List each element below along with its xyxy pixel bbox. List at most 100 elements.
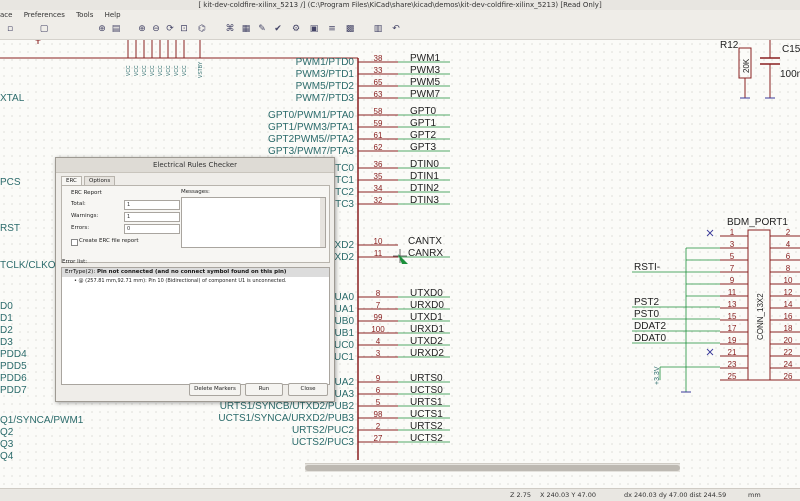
errors-label: Errors: (71, 225, 90, 231)
u1-net-name: DTIN2 (410, 183, 439, 194)
u1-net-name: URXD1 (410, 324, 444, 335)
error-list-item[interactable]: ErrType(2): Pin not connected (and no co… (62, 268, 329, 277)
u1-pin-function: GPT3/PWM7/PTA3 (268, 146, 354, 157)
bdm-pin-number: 4 (786, 240, 791, 249)
bdm-pin-number: 13 (728, 300, 737, 309)
r12-reference: R12 (720, 40, 739, 51)
u1-pin-function: PWM3/PTD1 (296, 69, 355, 80)
zoom-out-icon[interactable]: ⊖ (152, 24, 160, 34)
u1-net-name: PWM1 (410, 53, 440, 64)
u1-pin-function: URTS2/PUC2 (292, 425, 354, 436)
u1-pin-number: 7 (376, 301, 381, 310)
menu-help[interactable]: Help (104, 11, 121, 19)
page-settings-icon[interactable]: ▤ (111, 24, 121, 34)
new-sheet-icon[interactable]: ▢ (39, 24, 49, 34)
net-label: PDD5 (0, 361, 27, 372)
run-button[interactable]: Run (245, 383, 283, 396)
u1-net-name: CANRX (408, 248, 443, 259)
net-label: Q4 (0, 451, 14, 462)
u1-pin-function: GPT1/PWM3/PTA1 (268, 122, 354, 133)
annotate-icon[interactable]: ✎ (258, 24, 266, 34)
cvpcb-icon[interactable]: ▣ (309, 24, 319, 34)
horizontal-scrollbar[interactable] (305, 463, 680, 472)
erc-icon[interactable]: ✔ (274, 24, 282, 34)
units: mm (748, 491, 761, 499)
c15-reference: C15 (782, 44, 800, 55)
bdm-pin-number: 11 (728, 288, 737, 297)
u1-pin-function: UB0 (335, 316, 355, 327)
u1-pin-function: UB1 (335, 328, 355, 339)
bdm-pin-number: 7 (730, 264, 735, 273)
zoom-redraw-icon[interactable]: ⟳ (166, 24, 174, 34)
error-list[interactable]: ErrType(2): Pin not connected (and no co… (61, 267, 330, 385)
bdm-value: CONN_13X2 (756, 293, 765, 340)
menu-view-partial[interactable]: ace (0, 11, 13, 19)
back-icon[interactable]: ↶ (392, 24, 400, 34)
net-label: XTAL (0, 93, 25, 104)
u1-pin-number: 2 (376, 422, 381, 431)
create-report-checkbox[interactable] (71, 239, 78, 246)
u1-pin-function: GPT0/PWM1/PTA0 (268, 110, 354, 121)
bdm-pin-number: 15 (728, 312, 737, 321)
u1-net-name: PWM5 (410, 77, 440, 88)
u1-net-name: PWM3 (410, 65, 440, 76)
cursor-absolute: X 240.03 Y 47.00 (540, 491, 596, 499)
u1-pin-number: 99 (374, 313, 383, 322)
error-list-label: Error list: (62, 259, 88, 265)
u1-net-name: GPT0 (410, 106, 437, 117)
bdm-pin-number: 16 (784, 312, 793, 321)
u1-net-name: URXD0 (410, 300, 444, 311)
bdm-pin-number: 14 (784, 300, 793, 309)
u1-pin-function: UC1 (334, 352, 354, 363)
zoom-icon[interactable]: ⊕ (98, 24, 106, 34)
toolbar: ▫ ▢ ⊕ ▤ ⊕ ⊖ ⟳ ⊡ ⌬ ⌘ ▦ ✎ ✔ ⚙ ▣ ≡ ▩ ▥ ↶ (0, 20, 800, 40)
u1-pin-number: 65 (374, 78, 383, 87)
library-browser-icon[interactable]: ▦ (241, 24, 251, 34)
u1-pin-function: GPT2PWM5//PTA2 (268, 134, 354, 145)
u1-net-name: UTXD0 (410, 288, 443, 299)
zoom-fit-icon[interactable]: ⊡ (180, 24, 188, 34)
u1-pin-function: URTS1/SYNCB/UTXD2/PUB2 (220, 401, 355, 412)
u1-pin-number: 59 (374, 119, 383, 128)
bom-icon[interactable]: ≡ (328, 24, 336, 34)
bdm-pin-number: 17 (728, 324, 737, 333)
bus-icon[interactable]: ▥ (373, 24, 383, 34)
net-label: Q1/SYNCA/PWM1 (0, 415, 84, 426)
u1-net-name: URTS2 (410, 421, 443, 432)
u1-pin-function: UC0 (334, 340, 354, 351)
u1-pin-number: 27 (374, 434, 383, 443)
error-detail-item[interactable]: • @ (257.81 mm,92.71 mm): Pin 10 (Bidire… (74, 278, 287, 284)
tab-erc[interactable]: ERC (61, 176, 82, 186)
dialog-title: Electrical Rules Checker (56, 158, 334, 173)
library-editor-icon[interactable]: ⌘ (225, 24, 235, 34)
messages-textbox[interactable] (181, 197, 326, 248)
menu-tools[interactable]: Tools (76, 11, 94, 19)
u1-net-name: URTS0 (410, 373, 443, 384)
power-label: +3.3V (654, 366, 661, 385)
net-label: PCS (0, 177, 21, 188)
netlist-icon[interactable]: ⚙ (291, 24, 301, 34)
bdm-pin-number: 18 (784, 324, 793, 333)
menu-preferences[interactable]: Preferences (23, 11, 65, 19)
u1-pin-function: TC3 (335, 199, 354, 210)
messages-scrollbar[interactable] (320, 198, 325, 247)
zoom-in-icon[interactable]: ⊕ (138, 24, 146, 34)
close-button[interactable]: Close (288, 383, 328, 396)
bdm-net-label: DDAT0 (634, 333, 666, 344)
vcc-label: VCC (158, 65, 164, 76)
bdm-net-label: PST0 (634, 309, 659, 320)
u1-pin-function: PWM7/PTD3 (296, 93, 355, 104)
bdm-pin-number: 8 (786, 264, 791, 273)
total-label: Total: (71, 201, 86, 207)
delete-markers-button[interactable]: Delete Markers (189, 383, 241, 396)
u1-pin-function: TC2 (335, 187, 354, 198)
hierarchy-icon[interactable]: ⌬ (198, 24, 206, 34)
u1-pin-number: 6 (376, 386, 381, 395)
scrollbar-thumb[interactable] (305, 465, 680, 471)
u1-pin-number: 62 (374, 143, 383, 152)
toolbar-left-icon[interactable]: ▫ (6, 24, 14, 34)
u1-pin-number: 8 (376, 289, 381, 298)
pcbnew-icon[interactable]: ▩ (345, 24, 355, 34)
error-detail-text: @ (257.81 mm,92.71 mm): Pin 10 (Bidirect… (78, 278, 287, 284)
tab-options[interactable]: Options (84, 176, 116, 186)
